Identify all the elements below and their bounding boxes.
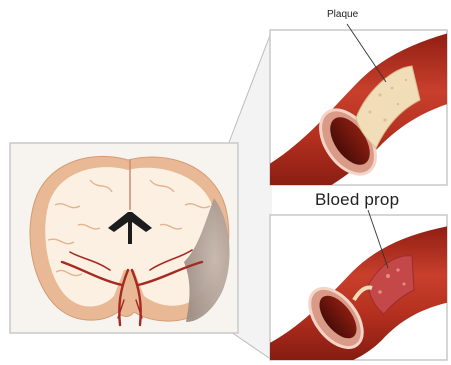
brain-panel	[10, 143, 238, 333]
clot-panel	[250, 210, 451, 365]
plaque-label: Plaque	[327, 9, 358, 20]
clot-label: Bloed prop	[315, 190, 399, 210]
plaque-panel	[250, 24, 451, 205]
